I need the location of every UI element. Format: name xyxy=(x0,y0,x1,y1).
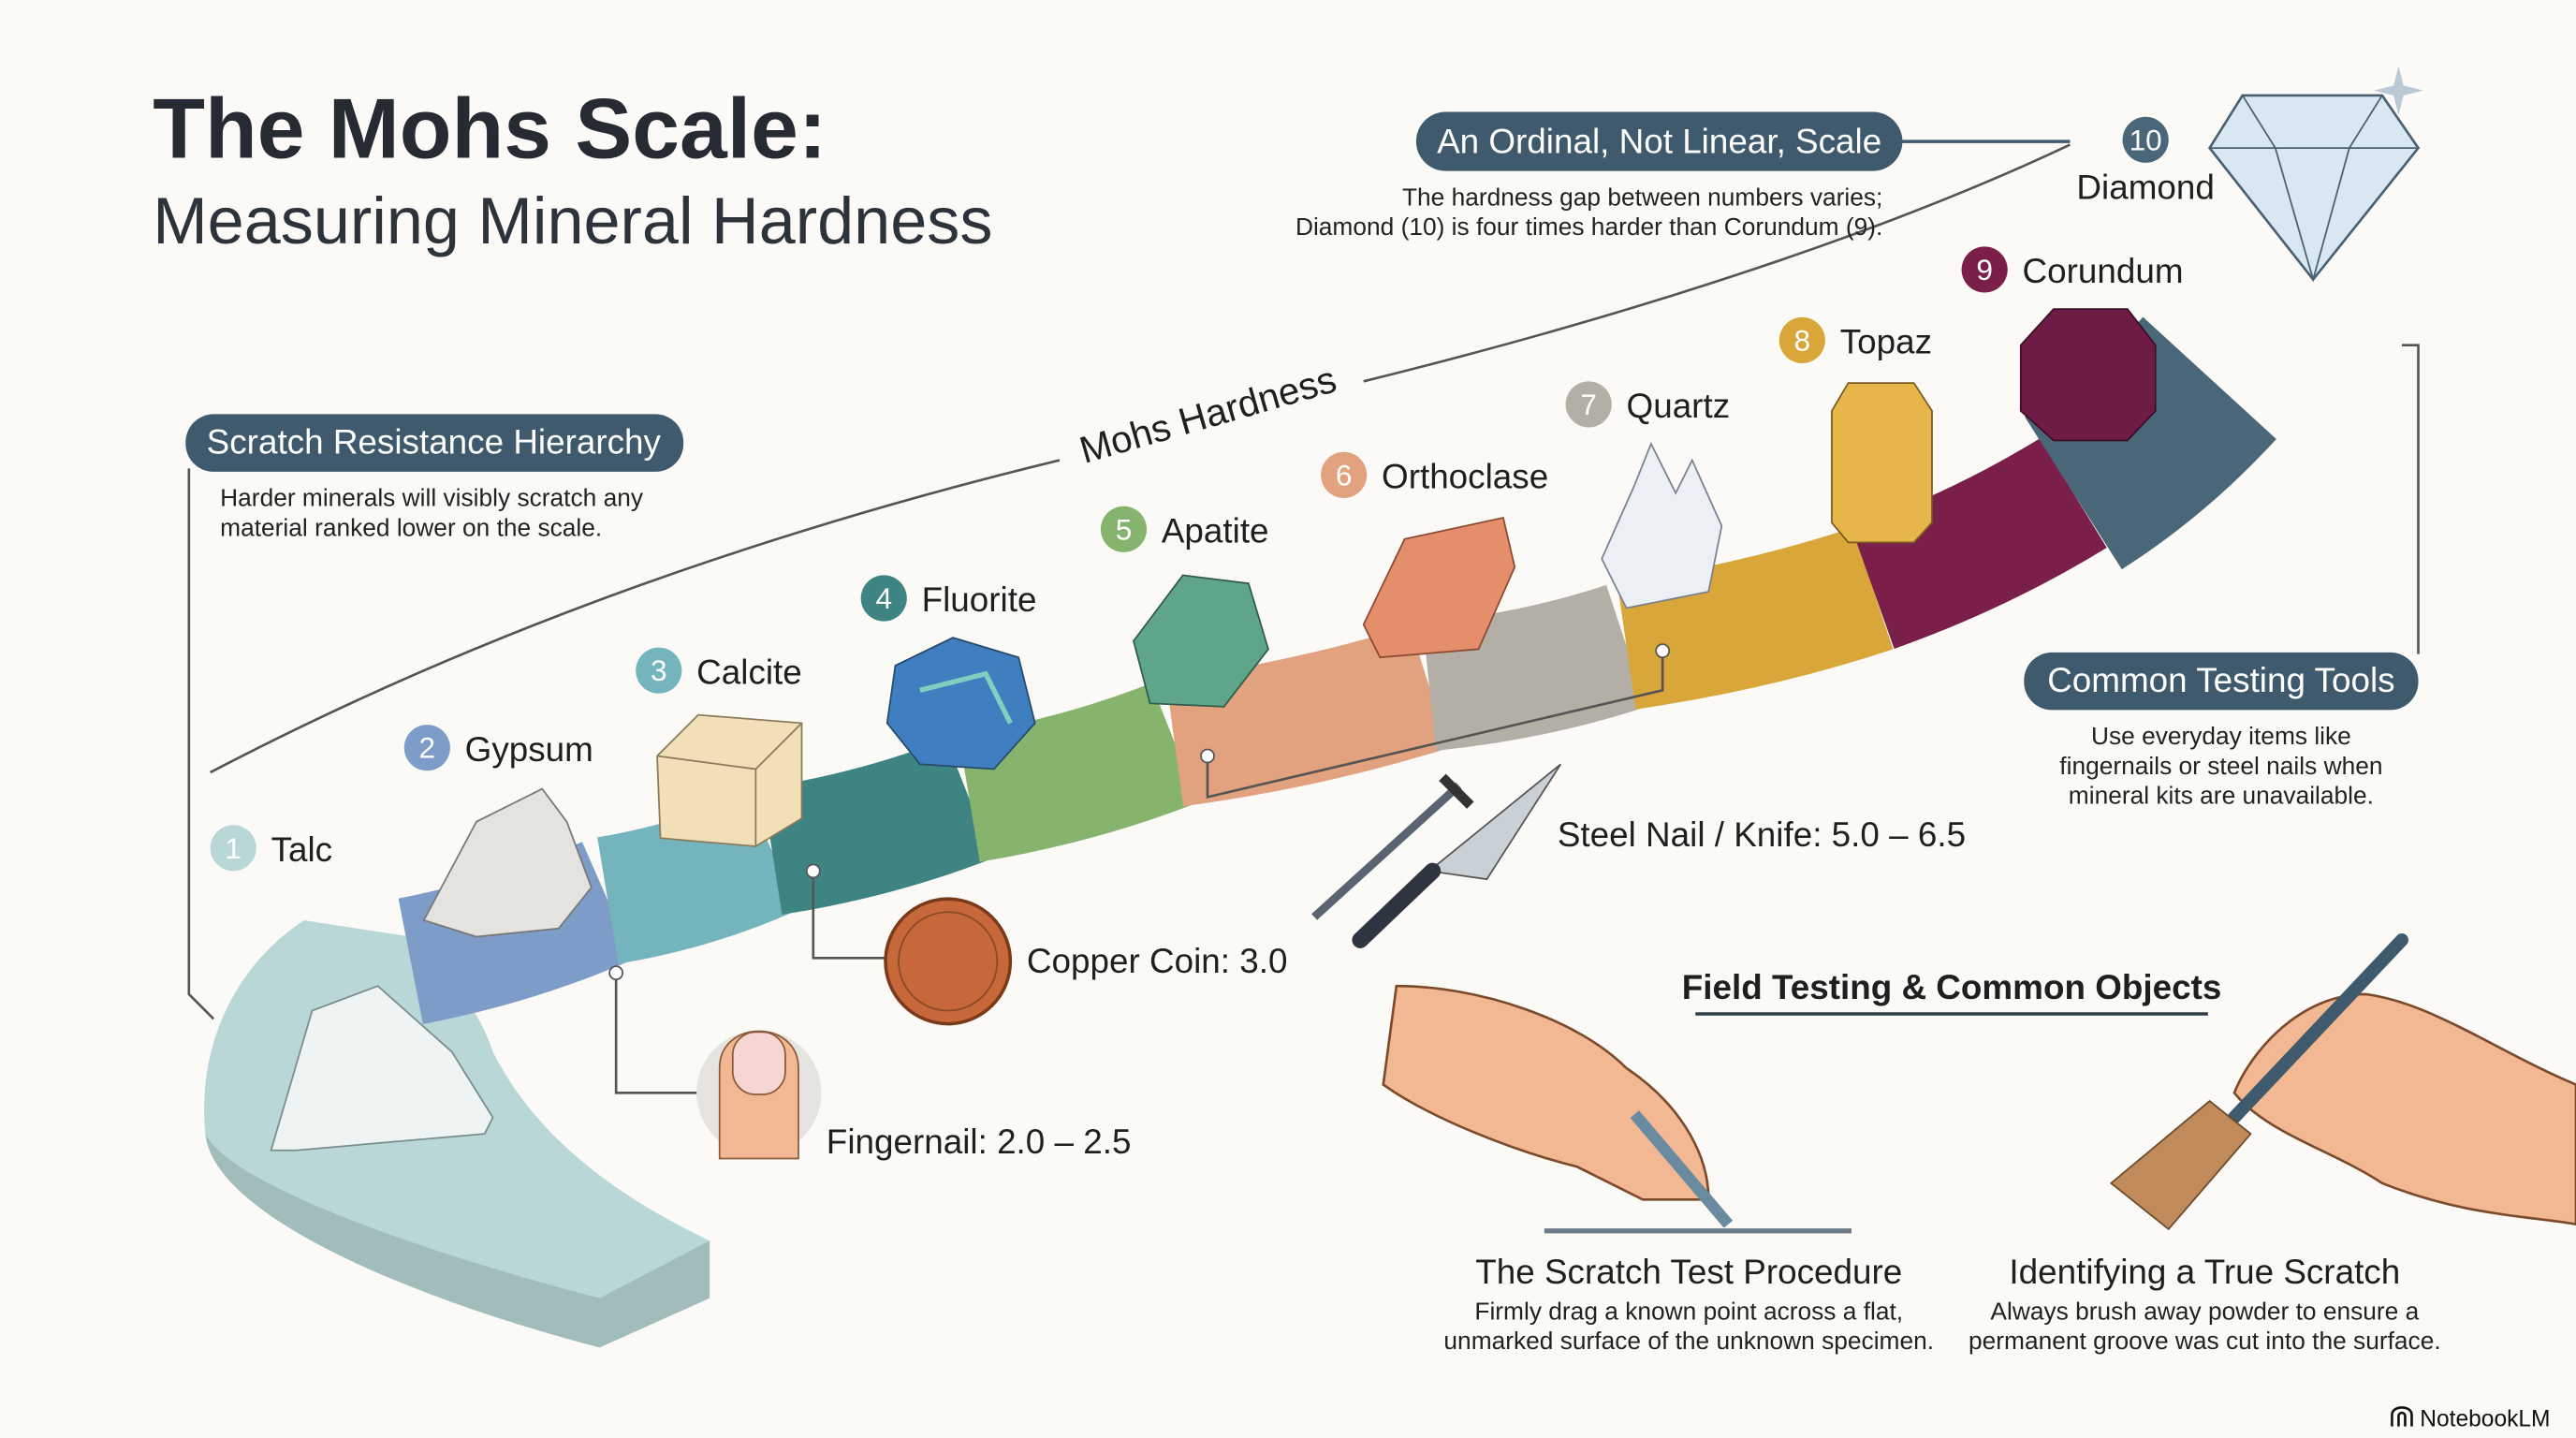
page-title: The Mohs Scale: xyxy=(153,81,827,177)
ribbon-segment-10 xyxy=(2024,316,2276,570)
mineral-label-talc: Talc xyxy=(271,830,333,869)
corundum-specimen xyxy=(2019,308,2157,442)
ribbon-segment-3 xyxy=(596,792,799,964)
ribbon-segment-9 xyxy=(1851,438,2107,649)
callout-ordinal: An Ordinal, Not Linear, Scale The hardne… xyxy=(1295,111,2071,241)
fingernail-label: Fingernail: 2.0 – 2.5 xyxy=(827,1123,1132,1161)
true-scratch-line1: Always brush away powder to ensure a xyxy=(1990,1297,2419,1325)
callout-tools: Common Testing Tools Use everyday items … xyxy=(2024,344,2420,809)
hierarchy-line1: Harder minerals will visibly scratch any xyxy=(220,484,644,512)
leader-coin xyxy=(812,871,887,960)
axis-arc-left xyxy=(210,459,1061,774)
badge-diamond xyxy=(2122,116,2169,163)
badge-calcite xyxy=(636,647,682,694)
true-scratch-title: Identifying a True Scratch xyxy=(2009,1253,2400,1291)
badge-gypsum xyxy=(403,725,450,771)
badge-number: 9 xyxy=(1976,253,1993,286)
badge-number: 1 xyxy=(225,831,242,865)
badge-quartz xyxy=(1565,381,1612,428)
brand-label: NotebookLM xyxy=(2420,1407,2550,1432)
tools-title: Common Testing Tools xyxy=(2047,661,2394,699)
badge-talc xyxy=(210,825,256,872)
pill-ordinal xyxy=(1415,111,1903,171)
brush-bristles xyxy=(2109,1099,2252,1231)
callout-hierarchy: Scratch Resistance Hierarchy Harder mine… xyxy=(185,414,684,1020)
ribbon-segment-8 xyxy=(1617,527,1894,710)
ribbon-segment-6 xyxy=(1165,625,1449,807)
scratch-test-title: The Scratch Test Procedure xyxy=(1475,1253,1902,1291)
true-scratch-line2: permanent groove was cut into the surfac… xyxy=(1969,1327,2441,1355)
scratch-hand-illustration xyxy=(1382,984,1852,1234)
stylus-icon xyxy=(1630,1110,1734,1228)
ribbon-segment-4 xyxy=(762,739,993,915)
ordinal-line1: The hardness gap between numbers varies; xyxy=(1402,183,1882,212)
mineral-label-quartz: Quartz xyxy=(1627,387,1731,425)
badge-number: 6 xyxy=(1336,458,1353,492)
topaz-specimen xyxy=(1831,382,1933,544)
badge-number: 8 xyxy=(1794,323,1811,357)
badge-number: 3 xyxy=(651,653,667,687)
notebooklm-logo-icon xyxy=(2391,1406,2413,1427)
hardness-ribbon xyxy=(204,316,2276,1348)
badge-number: 2 xyxy=(419,731,436,765)
leader-fingernail xyxy=(614,973,698,1094)
nail-label: Steel Nail / Knife: 5.0 – 6.5 xyxy=(1558,815,1966,854)
mineral-label-diamond: Diamond xyxy=(2076,169,2214,207)
scratch-test-line1: Firmly drag a known point across a flat, xyxy=(1474,1297,1903,1325)
gypsum-specimen xyxy=(422,787,593,938)
axis-arc-right xyxy=(1363,143,2071,383)
tools-line3: mineral kits are unavailable. xyxy=(2069,781,2374,809)
ribbon-segment-7 xyxy=(1422,584,1647,751)
pill-hierarchy xyxy=(185,414,684,472)
ordinal-title: An Ordinal, Not Linear, Scale xyxy=(1437,122,1881,160)
coin-label: Copper Coin: 3.0 xyxy=(1027,942,1288,980)
mineral-label-calcite: Calcite xyxy=(696,653,802,691)
mineral-label-fluorite: Fluorite xyxy=(922,580,1037,619)
badge-number: 7 xyxy=(1580,388,1597,421)
tools-line1: Use everyday items like xyxy=(2091,722,2351,750)
badge-topaz xyxy=(1778,316,1825,364)
mineral-label-corundum: Corundum xyxy=(2023,252,2184,290)
mineral-label-gypsum: Gypsum xyxy=(465,730,593,769)
badge-number: 5 xyxy=(1116,512,1133,546)
scratch-test-line2: unmarked surface of the unknown specimen… xyxy=(1443,1327,1934,1355)
badge-number: 4 xyxy=(875,581,892,615)
ribbon-segment-2 xyxy=(398,842,634,1025)
talc-specimen xyxy=(270,985,494,1152)
hierarchy-title: Scratch Resistance Hierarchy xyxy=(207,423,662,462)
brush-hand-illustration xyxy=(2109,933,2576,1231)
badge-corundum xyxy=(1961,246,2008,293)
tools-line2: fingernails or steel nails when xyxy=(2059,752,2382,780)
page-subtitle: Measuring Mineral Hardness xyxy=(153,183,992,257)
badge-apatite xyxy=(1100,506,1148,552)
ribbon-segment-5 xyxy=(959,682,1198,862)
quartz-specimen xyxy=(1601,441,1723,609)
badge-number: 10 xyxy=(2130,123,2162,156)
badge-orthoclase xyxy=(1321,451,1368,498)
copper-coin-icon xyxy=(884,897,1013,1026)
mineral-label-apatite: Apatite xyxy=(1162,511,1269,550)
calcite-specimen xyxy=(656,713,803,847)
fluorite-specimen xyxy=(886,637,1036,770)
sparkle-icon xyxy=(2374,66,2423,115)
mineral-label-orthoclase: Orthoclase xyxy=(1382,457,1548,495)
axis-label: Mohs Hardness xyxy=(1075,358,1340,472)
diamond-specimen xyxy=(2208,94,2421,283)
fingernail-icon xyxy=(696,1030,822,1160)
nail-and-knife-icon xyxy=(1311,763,1562,948)
hierarchy-line2: material ranked lower on the scale. xyxy=(220,513,602,541)
leader-nail xyxy=(1206,651,1664,800)
apatite-specimen xyxy=(1133,574,1269,708)
mineral-label-topaz: Topaz xyxy=(1840,322,1932,360)
ordinal-line2: Diamond (10) is four times harder than C… xyxy=(1295,213,1882,241)
pill-tools xyxy=(2024,652,2419,711)
orthoclase-specimen xyxy=(1362,516,1516,659)
field-title: Field Testing & Common Objects xyxy=(1682,968,2222,1006)
brush-handle xyxy=(2227,933,2408,1124)
badge-fluorite xyxy=(860,575,907,622)
